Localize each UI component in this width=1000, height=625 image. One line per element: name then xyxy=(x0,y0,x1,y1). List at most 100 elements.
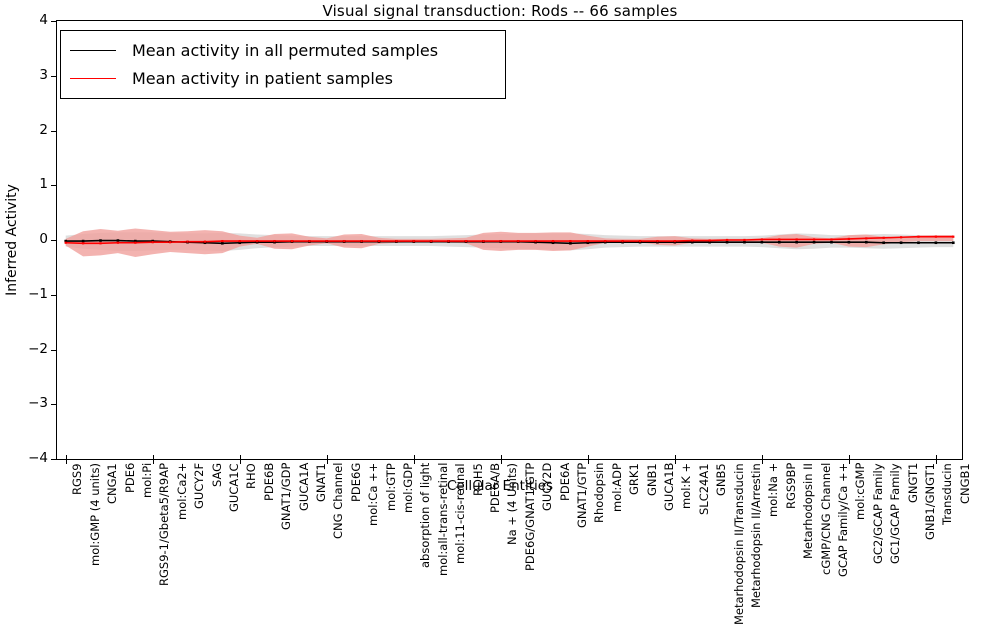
permuted-marker xyxy=(795,240,798,244)
x-tick-mark xyxy=(848,455,850,459)
y-tick-mark xyxy=(51,21,56,22)
permuted-marker xyxy=(864,240,868,244)
y-tick-mark xyxy=(51,459,56,460)
permuted-marker xyxy=(569,241,572,245)
patient-marker xyxy=(99,242,102,245)
patient-marker xyxy=(830,238,833,241)
x-tick-mark xyxy=(761,455,763,459)
patient-marker xyxy=(377,239,381,243)
permuted-marker xyxy=(221,241,224,245)
y-tick-mark xyxy=(51,185,56,187)
permuted-marker xyxy=(134,239,137,243)
patient-marker xyxy=(221,239,224,243)
permuted-marker xyxy=(952,241,955,245)
legend-label-permuted: Mean activity in all permuted samples xyxy=(132,40,439,60)
patient-marker xyxy=(760,238,763,241)
x-tick-mark xyxy=(500,455,502,459)
permuted-marker xyxy=(708,240,711,244)
x-tick-mark xyxy=(326,459,328,464)
patient-marker xyxy=(116,241,120,244)
patient-marker xyxy=(708,239,711,242)
permuted-marker xyxy=(99,239,102,242)
patient-marker xyxy=(325,239,328,243)
legend-item: Mean activity in patient samples xyxy=(70,64,493,92)
x-tick-label: Na + (4 Units) xyxy=(505,463,520,545)
patient-marker xyxy=(395,239,398,243)
patient-marker xyxy=(499,239,502,243)
patient-marker xyxy=(412,239,415,243)
x-tick-mark xyxy=(152,455,154,459)
y-tick-label: 3 xyxy=(39,66,48,83)
permuted-marker xyxy=(812,240,816,244)
patient-confidence-band xyxy=(65,228,954,257)
patient-marker xyxy=(917,235,920,238)
patient-mean-line xyxy=(65,235,954,245)
plot-svg xyxy=(64,228,955,257)
patient-marker xyxy=(621,239,624,243)
y-tick-label: −2 xyxy=(28,340,48,357)
y-tick-label: 2 xyxy=(39,121,48,138)
patient-marker xyxy=(551,239,555,243)
x-tick-label: GNAT1/GDP xyxy=(279,462,294,530)
x-tick-mark xyxy=(848,459,850,464)
x-tick-mark xyxy=(761,459,763,464)
chart-title: Visual signal transduction: Rods -- 66 s… xyxy=(322,2,678,20)
x-tick-mark xyxy=(935,455,937,459)
y-tick-label: 0 xyxy=(39,231,48,247)
patient-marker xyxy=(673,239,676,243)
patient-marker xyxy=(638,239,642,243)
patient-marker xyxy=(934,235,937,238)
patient-marker xyxy=(290,239,294,243)
permuted-marker xyxy=(899,241,903,245)
legend-label-patient: Mean activity in patient samples xyxy=(132,68,393,88)
permuted-marker xyxy=(116,239,120,242)
patient-marker xyxy=(482,239,485,243)
patient-marker xyxy=(743,238,746,242)
x-tick-label: CNG Channel xyxy=(331,462,346,539)
x-tick-label: Transducin xyxy=(940,463,955,525)
legend: Mean activity in all permuted samples Me… xyxy=(60,30,506,99)
patient-marker xyxy=(778,238,781,241)
patient-marker xyxy=(82,242,85,245)
x-tick-mark xyxy=(239,459,241,464)
permuted-marker xyxy=(917,241,920,245)
legend-item: Mean activity in all permuted samples xyxy=(70,36,493,64)
x-tick-mark xyxy=(326,455,328,459)
patient-marker xyxy=(360,239,363,243)
patient-marker xyxy=(882,236,885,239)
patient-marker xyxy=(64,241,67,244)
permuted-marker xyxy=(830,240,833,244)
patient-marker xyxy=(447,239,450,243)
x-tick-label: mol:Ca ++ xyxy=(366,462,381,526)
patient-marker xyxy=(308,239,311,243)
x-tick-mark xyxy=(413,455,415,459)
y-tick-mark xyxy=(51,75,56,77)
y-tick-mark xyxy=(51,240,56,241)
x-tick-mark xyxy=(239,455,241,459)
x-tick-mark xyxy=(587,459,589,464)
y-tick-label: −1 xyxy=(28,285,48,302)
patient-marker xyxy=(430,239,433,243)
patient-marker xyxy=(604,239,607,243)
permuted-marker xyxy=(934,241,938,245)
permuted-marker xyxy=(725,240,729,244)
permuted-marker xyxy=(847,240,851,244)
patient-marker xyxy=(238,239,241,243)
patient-marker xyxy=(656,239,659,243)
plot-area: Mean activity in all permuted samples Me… xyxy=(56,20,963,464)
x-tick-mark xyxy=(587,455,589,459)
patient-marker xyxy=(691,239,694,242)
patient-marker xyxy=(151,241,154,244)
legend-line-permuted xyxy=(70,49,116,51)
y-tick-mark xyxy=(51,404,56,406)
x-tick-mark xyxy=(674,459,676,464)
y-tick-mark xyxy=(51,130,56,132)
x-tick-mark xyxy=(65,455,67,459)
x-tick-mark xyxy=(674,455,676,459)
x-axis-label: Cellular Entities xyxy=(446,478,554,494)
patient-marker xyxy=(586,239,589,243)
patient-marker xyxy=(186,240,189,243)
permuted-marker xyxy=(760,240,764,244)
patient-marker xyxy=(273,239,276,243)
y-tick-mark xyxy=(51,294,56,296)
